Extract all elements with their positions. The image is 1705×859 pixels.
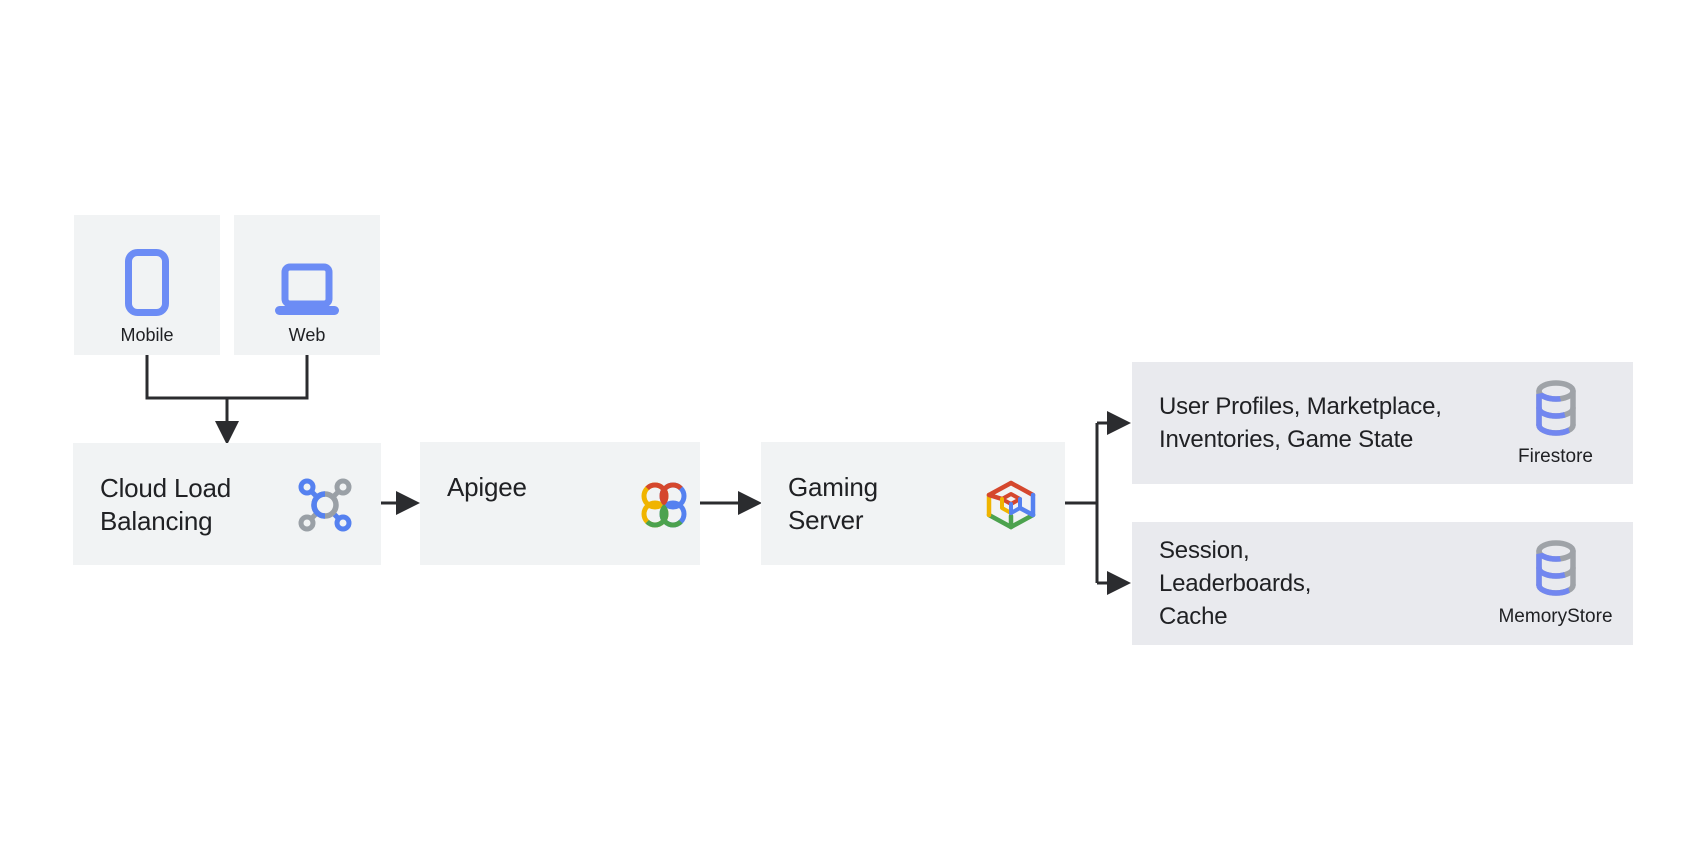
cloud-load-balancing-box: Cloud Load Balancing xyxy=(73,443,381,565)
firestore-icon-column: Firestore xyxy=(1478,379,1633,468)
datastore-text-line: Cache xyxy=(1159,603,1228,630)
laptop-icon xyxy=(275,263,339,315)
client-label: Web xyxy=(288,325,326,345)
cloud-load-balancing-icon xyxy=(298,478,352,532)
firestore-database-icon xyxy=(1535,379,1576,436)
gaming-server-box: Gaming Server xyxy=(761,442,1065,565)
datastore-text-line: Leaderboards, xyxy=(1159,570,1312,597)
game-servers-icon xyxy=(986,480,1036,530)
client-label: Mobile xyxy=(120,325,174,345)
arrowhead-gaming xyxy=(738,491,762,515)
web-client-box: Web xyxy=(234,215,380,355)
arrowhead-memorystore xyxy=(1107,571,1131,595)
memorystore-icon-column: MemoryStore xyxy=(1478,539,1633,628)
arrowhead-apigee xyxy=(396,491,420,515)
datastore-text-line: Inventories, Game State xyxy=(1159,426,1414,453)
title-line: Apigee xyxy=(447,472,527,502)
datastore-caption: Firestore xyxy=(1518,445,1593,467)
web-icon-slot xyxy=(273,227,341,317)
memorystore-datastore-box: Session, Leaderboards, Cache xyxy=(1132,522,1633,645)
datastore-caption: MemoryStore xyxy=(1498,606,1613,627)
clients-merge-line xyxy=(145,355,309,400)
datastore-text: Session, Leaderboards, Cache xyxy=(1132,534,1478,633)
mobile-icon-slot xyxy=(124,227,170,317)
memorystore-database-icon xyxy=(1535,540,1576,596)
apigee-icon xyxy=(641,482,687,528)
datastore-text: User Profiles, Marketplace, Inventories,… xyxy=(1132,390,1478,456)
title-line: Cloud Load xyxy=(100,473,231,503)
box-title: Apigee xyxy=(447,471,700,504)
mobile-client-box: Mobile xyxy=(74,215,220,355)
apigee-box: Apigee xyxy=(420,442,700,565)
firestore-datastore-box: User Profiles, Marketplace, Inventories,… xyxy=(1132,362,1633,484)
arrowhead-down-clb xyxy=(215,421,239,445)
box-title: Cloud Load Balancing xyxy=(100,472,381,538)
gaming-branch-line xyxy=(1065,421,1108,585)
title-line: Server xyxy=(788,505,864,535)
datastore-text-line: Session, xyxy=(1159,537,1250,564)
box-title: Gaming Server xyxy=(788,471,1065,537)
datastore-text-line: User Profiles, Marketplace, xyxy=(1159,393,1442,420)
title-line: Balancing xyxy=(100,506,213,536)
title-line: Gaming xyxy=(788,472,878,502)
smartphone-icon xyxy=(125,249,169,316)
arrowhead-firestore xyxy=(1107,411,1131,435)
